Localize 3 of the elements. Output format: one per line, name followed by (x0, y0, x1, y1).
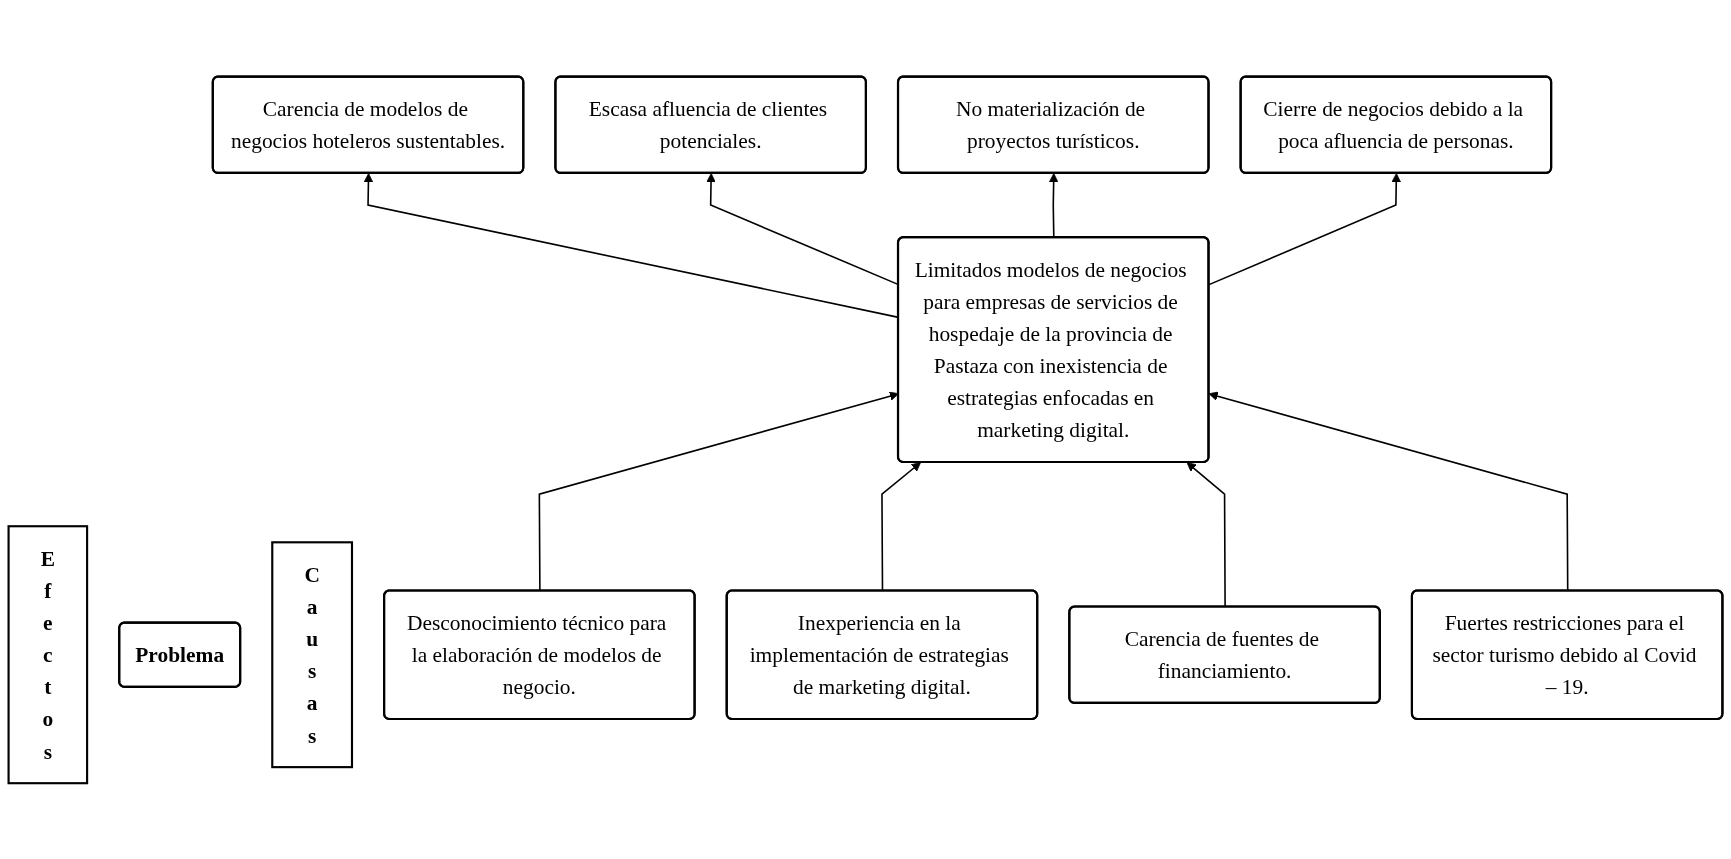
arrow (1208, 172, 1401, 286)
node-box: Causas (271, 540, 354, 768)
node-box: Efectos (7, 524, 89, 784)
